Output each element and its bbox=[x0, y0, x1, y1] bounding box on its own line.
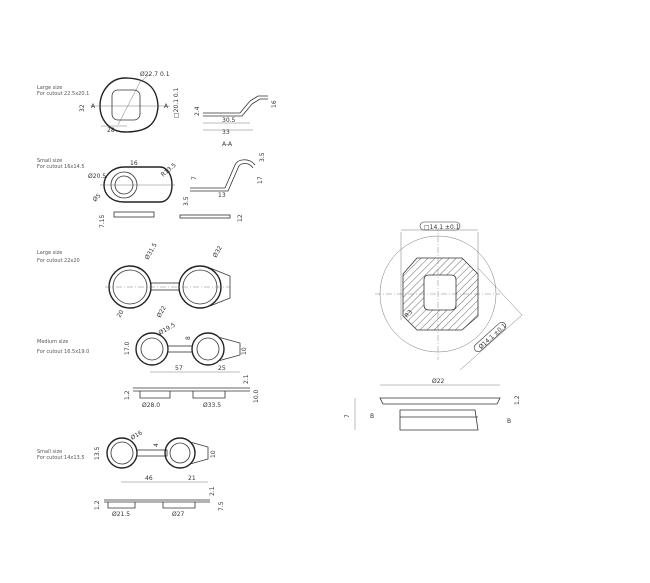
large-lever-view: Large size For cutout 22.5x20.1 Ø22.7 0.… bbox=[37, 71, 278, 148]
dim-label: 25 bbox=[218, 365, 226, 372]
section-profile bbox=[104, 499, 210, 509]
dim-label: □20.1 0.1 bbox=[173, 87, 180, 118]
dim-label: 13.5 bbox=[94, 446, 101, 460]
flange bbox=[379, 397, 501, 405]
dim-label: 1.2 bbox=[94, 500, 101, 510]
medium-double-view: Medium size For cutout 16.5x19.0 Ø19.5 1… bbox=[37, 322, 260, 409]
dim-label: 46 bbox=[145, 475, 153, 482]
cutout-note: For cutout 22x20 bbox=[37, 258, 80, 264]
dim-label: Ø33.5 bbox=[203, 402, 221, 409]
dim-label: 10 bbox=[210, 450, 217, 458]
section-marker: B bbox=[507, 418, 511, 425]
detail-view: □14.1 ±0.1 R3 Ø14.1 ±0.1 Ø22 7 1.2 B B bbox=[344, 221, 523, 431]
caption: Medium size bbox=[37, 339, 68, 345]
cutout-note: For cutout 14x13.5 bbox=[37, 455, 85, 461]
section-label: A-A bbox=[222, 141, 233, 148]
dim-label: 30.5 bbox=[222, 117, 236, 124]
dim-label: 7 bbox=[344, 414, 351, 418]
dim-label: 21 bbox=[188, 475, 196, 482]
dim-label: 16 bbox=[271, 100, 278, 108]
dim-label: 20 bbox=[116, 309, 126, 319]
dim-label: 7 bbox=[191, 176, 198, 180]
dim-label: 32 bbox=[79, 104, 86, 112]
dim-label: 10 bbox=[241, 347, 248, 355]
section-marker: A bbox=[164, 103, 169, 110]
dim-label: Ø22 bbox=[156, 305, 168, 319]
dim-label: 1.2 bbox=[124, 390, 131, 400]
dim-label: Ø19.5 bbox=[158, 322, 177, 337]
large-double-view: Large size For cutout 22x20 Ø31.5 Ø32 Ø2… bbox=[37, 242, 231, 319]
section-profile bbox=[133, 387, 250, 399]
dim-label: 13 bbox=[218, 192, 226, 199]
dim-label: Ø14.1 ±0.1 bbox=[478, 322, 509, 350]
cutout-note: For cutout 22.5x20.1 bbox=[37, 91, 89, 97]
dim-label: 2.1 bbox=[243, 374, 250, 384]
caption: Small size bbox=[37, 158, 62, 164]
lever-outline bbox=[103, 166, 173, 203]
dim-label: 7.5 bbox=[218, 501, 225, 511]
dim-label: 3.5 bbox=[183, 196, 190, 206]
dim-label: R13.5 bbox=[160, 162, 178, 179]
dim-label: □14.1 ±0.1 bbox=[424, 224, 460, 231]
cutout-note: For cutout 16.5x19.0 bbox=[37, 349, 89, 355]
dim-label: Ø16 bbox=[130, 429, 144, 441]
dim-label: 8 bbox=[185, 336, 192, 340]
square-cutout bbox=[111, 89, 141, 121]
dim-label: Ø5 bbox=[91, 192, 102, 203]
side-profile bbox=[190, 159, 256, 192]
dim-label: 17.0 bbox=[124, 341, 131, 355]
small-double-view: Small size For cutout 14x13.5 Ø16 13.5 4… bbox=[37, 429, 225, 518]
dim-label: Ø20.5 bbox=[88, 173, 106, 180]
caption: Small size bbox=[37, 449, 62, 455]
dim-label: Ø22.7 0.1 bbox=[140, 71, 170, 78]
hatched-square bbox=[402, 257, 479, 331]
dim-label: 4 bbox=[153, 443, 160, 447]
dim-label: 57 bbox=[175, 365, 183, 372]
dim-label: R3 bbox=[403, 309, 414, 320]
dim-label: Ø28.0 bbox=[142, 402, 160, 409]
small-lever-view: Small size For cutout 16x14.5 16 R13.5 Ø… bbox=[37, 152, 266, 228]
dim-label: 1.2 bbox=[514, 395, 521, 405]
dim-label: 28 bbox=[107, 127, 115, 134]
dim-label: 3.5 bbox=[259, 152, 266, 162]
dim-label: Ø22 bbox=[432, 378, 445, 385]
dim-label: Ø27 bbox=[172, 511, 185, 518]
dim-label: 17 bbox=[257, 176, 264, 184]
dim-label: 7.15 bbox=[99, 214, 106, 228]
dim-label: 2.4 bbox=[194, 106, 201, 116]
lever-outline bbox=[99, 77, 159, 133]
cutout-note: For cutout 16x14.5 bbox=[37, 164, 85, 170]
dim-label: 10.0 bbox=[253, 389, 260, 403]
section-marker: B bbox=[370, 413, 374, 420]
caption: Large size bbox=[37, 85, 62, 91]
dim-label: 12 bbox=[237, 214, 244, 222]
section-marker: A bbox=[91, 103, 96, 110]
dim-label: 16 bbox=[130, 160, 138, 167]
dim-label: 2.1 bbox=[209, 486, 216, 496]
dim-label: Ø21.5 bbox=[112, 511, 130, 518]
dim-label: 33 bbox=[222, 129, 230, 136]
dim-label: Ø31.5 bbox=[144, 242, 159, 261]
caption: Large size bbox=[37, 250, 62, 256]
dim-label: Ø32 bbox=[212, 245, 224, 259]
body bbox=[399, 409, 479, 431]
section-profile bbox=[203, 95, 268, 117]
